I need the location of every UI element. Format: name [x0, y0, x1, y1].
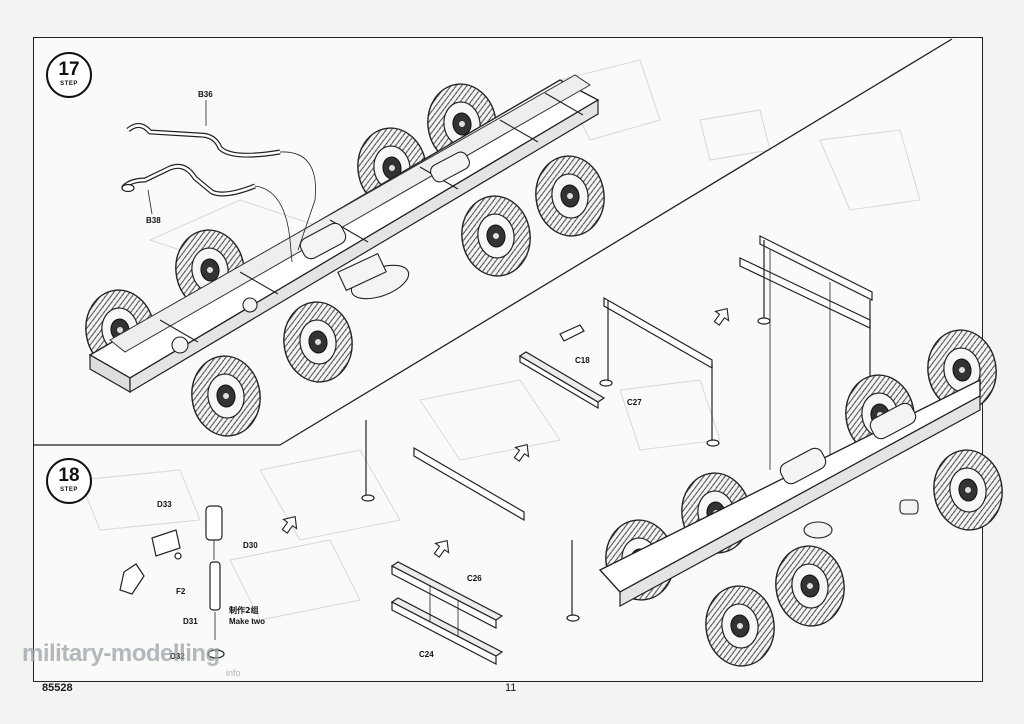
step18-outriggers [361, 420, 580, 665]
step-17-word: STEP [60, 81, 78, 87]
label-c18: C18 [575, 356, 590, 365]
label-d33: D33 [157, 500, 172, 509]
watermark-sub: info [226, 668, 241, 678]
step18-chassis [598, 324, 1008, 672]
step17-chassis [80, 74, 610, 442]
label-d32: D32 [170, 652, 185, 661]
make-two-en: Make two [229, 617, 266, 626]
diagonal-divider [279, 38, 953, 446]
step-17-number: 17 [58, 59, 80, 80]
label-c26: C26 [467, 574, 482, 583]
page-number: 11 [505, 682, 517, 694]
label-d31: D31 [183, 617, 198, 626]
label-d30: D30 [243, 541, 258, 550]
label-f2: F2 [176, 587, 186, 596]
kit-number: 85528 [42, 682, 73, 694]
label-c24: C24 [419, 650, 434, 659]
label-b36: B36 [198, 90, 213, 99]
step-18-word: STEP [60, 487, 78, 493]
watermark: military-modelling [22, 640, 220, 667]
step-18-number: 18 [58, 465, 80, 486]
label-b38: B38 [146, 216, 161, 225]
step17-frames [518, 235, 877, 480]
label-c27: C27 [627, 398, 642, 407]
make-two-cn: 制作2组 [229, 606, 259, 615]
step18-jack [119, 505, 225, 659]
step-18-badge: 18 STEP [46, 458, 92, 504]
step-17-badge: 17 STEP [46, 52, 92, 98]
